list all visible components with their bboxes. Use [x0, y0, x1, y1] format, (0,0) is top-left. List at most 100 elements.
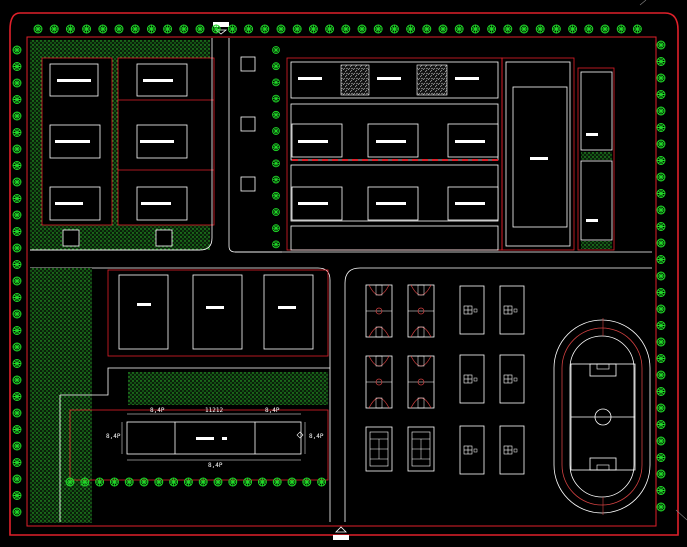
tree-icon [656, 123, 666, 132]
tree-icon [656, 106, 666, 116]
tree-icon [656, 205, 666, 215]
volleyball-court [459, 425, 485, 475]
building [118, 274, 169, 350]
south-entrance [333, 526, 349, 540]
volleyball-court [459, 285, 485, 335]
tree-icon [260, 24, 270, 34]
running-track [553, 318, 651, 515]
tree-icon [406, 24, 416, 34]
tree-icon [287, 477, 297, 487]
tree-icon [227, 24, 237, 34]
tree-icon [12, 210, 22, 220]
volleyball-court [499, 425, 525, 475]
north-road [228, 38, 282, 253]
tree-icon [302, 477, 312, 487]
tree-icon [12, 227, 22, 236]
volleyball-court [499, 285, 525, 335]
teaching-zone [286, 57, 503, 251]
tree-icon [12, 62, 22, 71]
tree-icon [656, 387, 666, 396]
tree-icon [272, 224, 280, 233]
tree-icon [656, 156, 666, 165]
tree-icon [656, 90, 666, 99]
tree-icon [292, 24, 302, 34]
dimension-label: 8,4P [106, 433, 121, 440]
tree-icon [272, 159, 280, 168]
sports-zone [365, 284, 525, 475]
tree-icon [317, 477, 327, 487]
tree-icon [656, 403, 666, 413]
tree-icon [213, 477, 223, 487]
tree-icon [179, 24, 189, 34]
dimension-label: 11212 [205, 407, 223, 414]
tree-icon [656, 73, 666, 83]
tree-icon [454, 24, 464, 34]
tree-icon [12, 342, 22, 352]
tree-icon [98, 24, 108, 34]
tree-icon [656, 453, 666, 462]
tree-icon [325, 24, 335, 34]
tree-icon [195, 24, 205, 34]
tree-icon [656, 271, 666, 281]
tree-icon [95, 477, 105, 487]
tree-icon [656, 189, 666, 198]
tree-icon [12, 458, 22, 467]
tree-icon [12, 474, 22, 484]
tree-icon [82, 24, 92, 34]
tree-icon [656, 370, 666, 380]
tree-icon [169, 477, 179, 487]
tree-icon [257, 477, 267, 487]
tree-icon [341, 24, 351, 34]
hatched-building [340, 64, 370, 96]
tree-icon [632, 24, 642, 34]
tree-icon [109, 477, 119, 487]
site-boundary [9, 12, 679, 536]
tree-icon [12, 260, 22, 269]
tennis-court [407, 426, 435, 472]
tree-icon [12, 293, 22, 302]
tree-icon [65, 24, 75, 34]
tree-icon [12, 78, 22, 88]
tree-icon [12, 507, 22, 517]
tree-icon [600, 24, 610, 34]
tree-icon [656, 222, 666, 231]
hatched-building [416, 64, 448, 96]
kiosk [240, 176, 256, 192]
tree-icon [12, 326, 22, 335]
tree-icon [139, 477, 149, 487]
grass-area [30, 395, 70, 523]
tree-icon [12, 95, 22, 104]
tree-icon [12, 45, 22, 55]
tree-icon [616, 24, 626, 34]
tree-icon [519, 24, 529, 34]
kiosk [240, 56, 256, 72]
tree-icon [656, 139, 666, 149]
kiosk [240, 116, 256, 132]
tree-icon [656, 288, 666, 297]
tree-icon [389, 24, 399, 34]
tree-icon [373, 24, 383, 34]
tree-icon [656, 172, 666, 182]
campus-boundary [26, 36, 657, 527]
tree-icon [154, 477, 164, 487]
tree-icon [130, 24, 140, 34]
tree-icon [272, 110, 280, 119]
tree-icon [272, 62, 280, 71]
dimension-label: 8,4P [208, 462, 223, 469]
building [263, 274, 314, 350]
tree-icon [114, 24, 124, 34]
tree-icon [12, 276, 22, 286]
tree-icon [656, 502, 666, 512]
tree-border [12, 24, 666, 517]
tree-icon [656, 420, 666, 429]
volleyball-court [459, 354, 485, 404]
tree-icon [535, 24, 545, 34]
tree-icon [12, 375, 22, 385]
tree-icon [487, 24, 497, 34]
tree-icon [228, 477, 238, 487]
dormitory-zone [30, 40, 215, 250]
tree-icon [438, 24, 448, 34]
tree-icon [65, 477, 75, 487]
tree-icon [12, 161, 22, 170]
building [580, 71, 613, 151]
